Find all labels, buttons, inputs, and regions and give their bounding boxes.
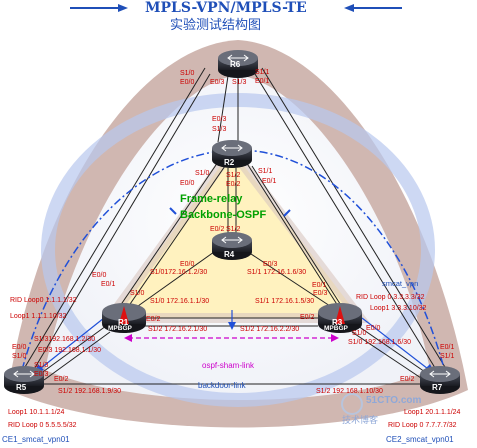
router-r7-name: R7 (432, 383, 443, 392)
router-r3-icon[interactable] (318, 303, 362, 333)
r3-s11-net: S1/1 172.16.1.5/30 (255, 298, 315, 305)
watermark-logo-icon (341, 393, 363, 415)
r1-e00: E0/0 (92, 272, 107, 279)
r3-s10: S1/0 (352, 330, 367, 337)
r1-s12-net: S1/2 172.16.2.1/30 (148, 326, 208, 333)
r7-rid: RID Loop 0 7.7.7.7/32 (388, 422, 457, 429)
r3-e01: E0/1 (312, 282, 327, 289)
te-mark-right (283, 209, 291, 217)
te-tunnel-path (21, 149, 446, 373)
backdoor-link-label: backdoor-link (198, 381, 246, 390)
r2-e03: E0/3 (212, 116, 227, 123)
r2-s11: S1/1 (258, 168, 273, 175)
r1-mpbgp-label: MPBGP (108, 325, 132, 332)
page-subtitle: 实验测试结构图 (170, 17, 262, 32)
r2-e01: E0/1 (262, 178, 277, 185)
r3-rid: RID Loop 0 3.3.3.3/32 (356, 294, 425, 301)
r5-rid: RID Loop 0 5.5.5.5/32 (8, 422, 77, 429)
r4-s10-net: S1/0172.16.1.2/30 (150, 269, 208, 276)
r3-e02: E0/2 (300, 314, 315, 321)
r1-loop1: Loop1 1.1.1.10/32 (10, 313, 67, 320)
r2-e02: E0/2 (226, 181, 241, 188)
r1-s10: S1/0 (130, 290, 145, 297)
sham-arrow-left (124, 334, 132, 342)
r1-s10-net: S1/0 172.16.1.1/30 (150, 298, 210, 305)
r5-s13: S1/3 (34, 362, 49, 369)
r4-e00: E0/0 (180, 261, 195, 268)
watermark-brand: 51CTO.com (366, 395, 422, 406)
ospf-sham-link-label: ospf-sham-link (202, 361, 255, 370)
r6-e00: E0/0 (180, 79, 195, 86)
r7-s12-net: S1/2 192.168.1.10/30 (316, 388, 383, 395)
r7-s11: S1/1 (440, 353, 455, 360)
router-r3-name: R3 (332, 318, 343, 327)
r1-e01: E0/1 (101, 281, 116, 288)
router-r6-name: R6 (230, 60, 241, 69)
r5-e00: E0/0 (12, 344, 27, 351)
r3-e03: E0/3 (313, 290, 328, 297)
router-r7-icon[interactable] (420, 366, 460, 394)
r2-e00: E0/0 (180, 180, 195, 187)
r5-s12-net: S1/2 192.168.1.9/30 (58, 388, 122, 395)
ce1-label: CE1_smcat_vpn01 (2, 435, 70, 444)
r4-s12: S1/2 (226, 226, 241, 233)
page-title: MPLS-VPN/MPLS-TE (145, 0, 307, 16)
smcat-vpn-label: smcat_vpn (382, 279, 419, 288)
r4-s11-net: S1/1 172.16.1.6/30 (247, 269, 307, 276)
r6-s11: S1/1 (255, 69, 270, 76)
r3-s12-net: S1/2 172.16.2.2/30 (240, 326, 300, 333)
r2-s13: S1/3 (212, 126, 227, 133)
router-r4-icon[interactable] (212, 232, 252, 260)
r5-loop1: Loop1 10.1.1.1/24 (8, 409, 65, 416)
r7-e01: E0/1 (440, 344, 455, 351)
router-r1-name: R1 (118, 318, 129, 327)
r7-loop1: Loop1 20.1.1.1/24 (404, 409, 461, 416)
vpn-arrow-left (35, 317, 105, 373)
r2-s10: S1/0 (195, 170, 210, 177)
r5-s10: S1/0 (12, 353, 27, 360)
r2-s12: S1/2 (226, 172, 241, 179)
vpn-arrow-right (361, 317, 433, 373)
r6-e01: E0/1 (255, 78, 270, 85)
te-mark-left (169, 207, 177, 215)
header-arrow-right-head (344, 4, 354, 12)
r1-rid: RID Loop0 1.1.1.1/32 (10, 297, 77, 304)
ce2-label: CE2_smcat_vpn01 (386, 435, 454, 444)
r1-s13-net: S1/3192.168.1.2/30 (34, 336, 96, 343)
router-r2-icon[interactable] (212, 140, 252, 168)
r3-loop1: Loop1 3.3.3.10/32 (370, 305, 427, 312)
frame-relay-label: Frame-relay (180, 193, 243, 205)
r4-e03: E0/3 (263, 261, 278, 268)
r7-e02: E0/2 (400, 376, 415, 383)
r1-e03-net: E0/3 192.168.1.1/30 (38, 347, 102, 354)
router-r1-icon[interactable] (102, 303, 146, 333)
router-r4-name: R4 (224, 250, 235, 259)
r6-s13: S1/3 (232, 79, 247, 86)
router-r5-icon[interactable] (4, 366, 44, 394)
r3-e00: E0/0 (366, 325, 381, 332)
r3-mpbgp-label: MPBGP (324, 325, 348, 332)
header-arrow-left-head (118, 4, 128, 12)
backbone-ospf-label: Backbone-OSPF (180, 209, 267, 221)
r4-e02: E0/2 (210, 226, 225, 233)
center-arrowhead (228, 322, 236, 330)
r1-e02: E0/2 (146, 316, 161, 323)
router-r6-icon[interactable] (218, 50, 258, 78)
watermark-sub: 技术博客 (342, 415, 379, 425)
router-r5-name: R5 (16, 383, 27, 392)
r6-s10: S1/0 (180, 70, 195, 77)
sham-arrow-right (331, 334, 339, 342)
r5-e02: E0/2 (54, 376, 69, 383)
links (21, 67, 449, 385)
r5-e03: E0/3 (34, 371, 49, 378)
r3-s10-net: S1/0 192.168.1.6/30 (348, 339, 412, 346)
router-r2-name: R2 (224, 158, 235, 167)
r6-e03: E0/3 (210, 79, 225, 86)
